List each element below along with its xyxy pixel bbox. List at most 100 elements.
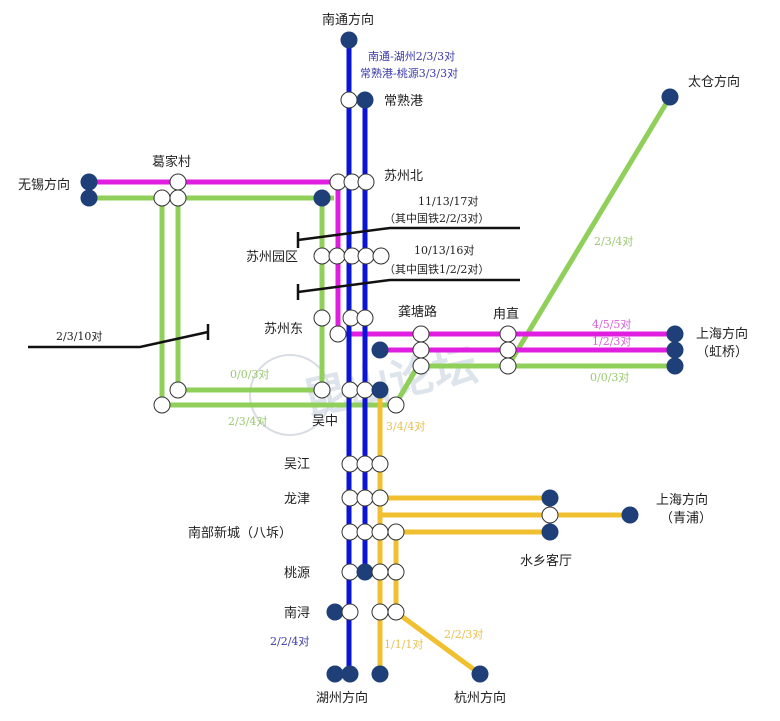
- station-yuanqu-4-station-circle: [357, 247, 375, 265]
- station-west-junction-1-station-circle: [169, 381, 187, 399]
- direction-hongqiao-sub: （虹桥）: [696, 345, 748, 360]
- terminal-wuzhong-terminal-dot: [371, 381, 389, 399]
- direction-nantong: 南通方向: [322, 12, 374, 28]
- station-label-shuixiangketing: 水乡客厅: [520, 553, 572, 569]
- freq-hangzhou: 2/2/3对: [444, 627, 483, 641]
- terminal-shuixiang-1-terminal-dot: [541, 489, 559, 507]
- freq-green-upper-west: 0/0/3对: [230, 367, 269, 381]
- station-gongtanglu-2-station-circle: [412, 341, 430, 359]
- freq-suzhoubei-total: 11/13/17对: [418, 194, 478, 208]
- station-taoyuan-1-station-circle: [341, 563, 359, 581]
- station-wujiang-1-station-circle: [341, 455, 359, 473]
- station-bacun-2-station-circle: [356, 523, 374, 541]
- direction-huzhou: 湖州方向: [316, 690, 368, 706]
- station-suzhoudong-1-station-circle: [313, 309, 331, 327]
- terminal-magenta-wuzhong-terminal-dot: [371, 341, 389, 359]
- direction-shanghai-hongqiao: 上海方向: [696, 326, 748, 342]
- freq-huzhou-blue: 2/2/4对: [270, 634, 309, 648]
- station-luzhi-3-station-circle: [499, 357, 517, 375]
- station-longjin-2-station-circle: [356, 489, 374, 507]
- green-line-taicang: [505, 95, 673, 368]
- station-gejiacun-2-station-circle: [153, 189, 171, 207]
- direction-hangzhou: 杭州方向: [454, 690, 506, 706]
- station-gejiacun-1-station-circle: [169, 173, 187, 191]
- station-gongtanglu-3-station-circle: [412, 357, 430, 375]
- terminal-wuxi-2-terminal-dot: [80, 189, 98, 207]
- freq-yellow-huzhou: 1/1/1对: [384, 637, 423, 651]
- terminal-changshugang-terminal-dot: [356, 91, 374, 109]
- station-suzhoudong-3-station-circle: [356, 309, 374, 327]
- station-label-suzhouyuanqu: 苏州园区: [246, 249, 298, 265]
- direction-wuxi: 无锡方向: [18, 177, 70, 193]
- station-bacun-3-station-circle: [371, 523, 389, 541]
- watermark-logo-icon: [249, 354, 331, 436]
- terminal-taoyuan-terminal-dot: [356, 563, 374, 581]
- annotation-line-yuanqu: [297, 278, 520, 294]
- annotation-line-wuxi-green: [28, 330, 209, 349]
- freq-green-lower-west: 2/3/4对: [228, 414, 267, 428]
- green-line-west-inner: [175, 198, 322, 393]
- station-label-nanxun: 南浔: [284, 605, 310, 621]
- freq-hongqiao-magenta-1: 4/5/5对: [592, 317, 631, 331]
- terminal-huzhou-1-terminal-dot: [326, 665, 344, 683]
- station-bacun-4-station-circle: [387, 523, 405, 541]
- direction-qingpu-sub: （青浦）: [660, 511, 712, 526]
- station-suzhoudong-4-station-circle: [329, 325, 347, 343]
- station-wujiang-2-station-circle: [356, 455, 374, 473]
- station-yuanqu-1-station-circle: [313, 247, 331, 265]
- station-wuzhong-2-station-circle: [341, 381, 359, 399]
- station-label-suzhoubei: 苏州北: [384, 168, 423, 184]
- station-changshugang-1-station-circle: [340, 91, 358, 109]
- freq-yellow-wuzhong: 3/4/4对: [386, 419, 425, 433]
- station-label-wujiang: 吴江: [284, 457, 310, 472]
- direction-shanghai-qingpu: 上海方向: [656, 492, 708, 508]
- station-west-junction-2-station-circle: [153, 396, 171, 414]
- terminal-hongqiao-3-terminal-dot: [666, 357, 684, 375]
- freq-taicang: 2/3/4对: [594, 234, 633, 248]
- station-label-longjin: 龙津: [284, 492, 310, 507]
- freq-hongqiao-magenta-2: 1/2/3对: [592, 334, 631, 348]
- freq-changshu-taoyuan: 常熟港-桃源3/3/3对: [360, 66, 458, 80]
- station-label-taoyuan: 桃源: [284, 566, 310, 581]
- freq-suzhoubei-cr: （其中国铁2/2/3对）: [384, 211, 489, 225]
- terminal-huzhou-3-terminal-dot: [371, 665, 389, 683]
- station-bacun-1-station-circle: [341, 523, 359, 541]
- station-label-luzhi: 甪直: [493, 307, 519, 322]
- terminal-nanxun-terminal-dot: [326, 603, 344, 621]
- station-label-wuzhong: 吴中: [312, 414, 338, 429]
- freq-hongqiao-green: 0/0/3对: [590, 370, 629, 384]
- terminal-hongqiao-2-terminal-dot: [666, 341, 684, 359]
- station-gongtanglu-1-station-circle: [412, 325, 430, 343]
- station-wuzhong-3-station-circle: [356, 381, 374, 399]
- station-label-nanbuxincheng: 南部新城（八坼）: [188, 525, 292, 541]
- freq-wuxi-green: 2/3/10对: [56, 329, 102, 343]
- terminal-wuxi-1-terminal-dot: [80, 173, 98, 191]
- station-label-changshugang: 常熟港: [384, 93, 423, 109]
- station-longjin-3-station-circle: [371, 489, 389, 507]
- terminal-huzhou-2-terminal-dot: [341, 665, 359, 683]
- station-taoyuan-3-station-circle: [371, 563, 389, 581]
- terminal-hangzhou-terminal-dot: [471, 665, 489, 683]
- terminal-qingpu-terminal-dot: [621, 506, 639, 524]
- station-label-gongtanglu: 龚塘路: [398, 304, 437, 320]
- freq-yuanqu-cr: （其中国铁1/2/2对）: [384, 262, 489, 276]
- station-taoyuan-4-station-circle: [387, 563, 405, 581]
- station-nanxun-4-station-circle: [387, 603, 405, 621]
- station-suzhoubei-3-station-circle: [357, 173, 375, 191]
- labels: 南通方向 无锡方向 太仓方向 上海方向 （虹桥） 上海方向 （青浦） 湖州方向 …: [18, 12, 748, 706]
- station-nanxun-2-station-circle: [341, 603, 359, 621]
- station-longjin-1-station-circle: [341, 489, 359, 507]
- yellow-line-qingpu: [377, 512, 630, 532]
- station-wuzhong-1-station-circle: [313, 381, 331, 399]
- terminal-hongqiao-1-terminal-dot: [666, 325, 684, 343]
- station-luzhi-2-station-circle: [499, 341, 517, 359]
- annotation-lines: [28, 226, 520, 349]
- terminal-green-yuanqu-terminal-dot: [313, 189, 331, 207]
- terminal-nantong-terminal-dot: [340, 31, 358, 49]
- direction-taicang: 太仓方向: [688, 74, 740, 90]
- stations-layer: [80, 31, 684, 683]
- station-wujiang-3-station-circle: [371, 455, 389, 473]
- station-yuanqu-2-station-circle: [328, 247, 346, 265]
- terminal-taicang-terminal-dot: [661, 88, 679, 106]
